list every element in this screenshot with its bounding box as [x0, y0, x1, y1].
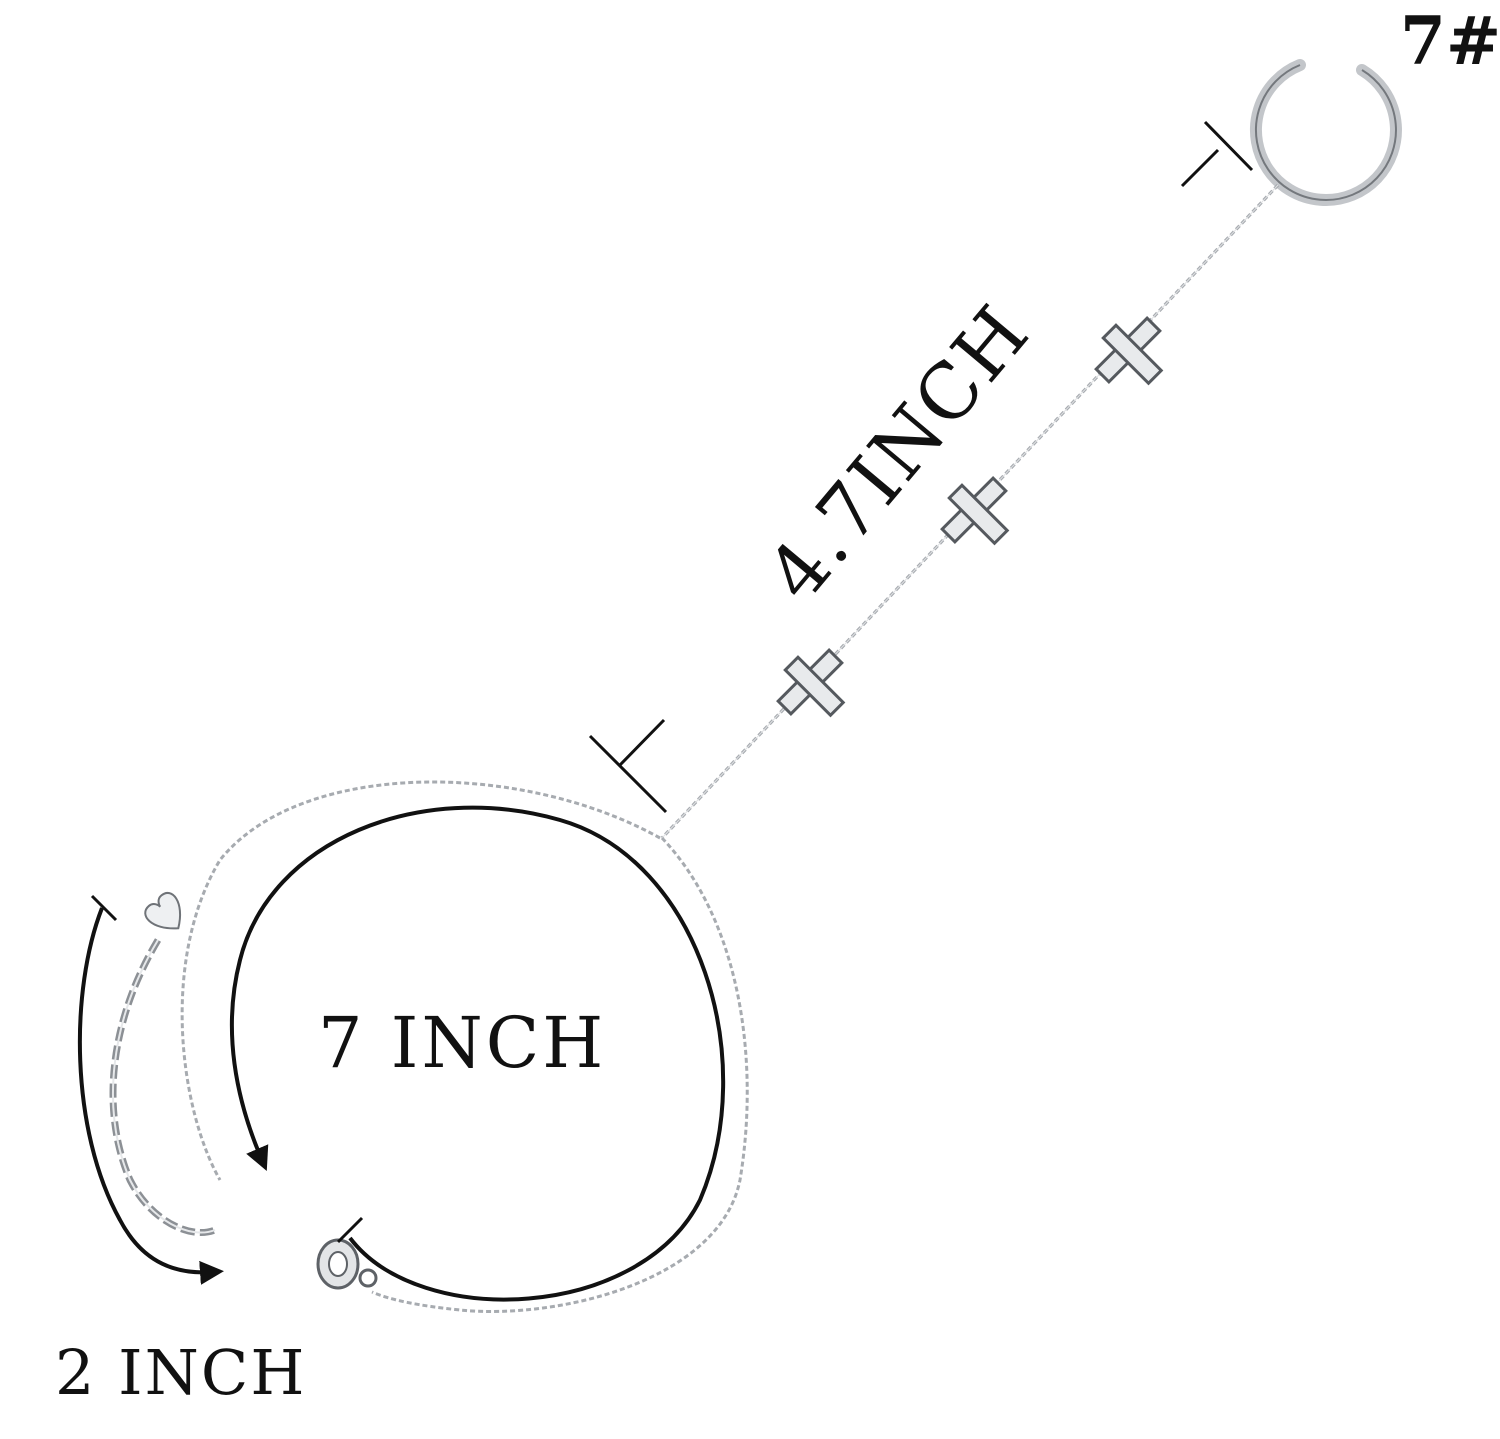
extender-length-label: 2 INCH: [55, 1336, 307, 1409]
cross-charm-icon: [940, 476, 1010, 546]
wrist-chain: [180, 780, 749, 1313]
measure-arrows: [77, 805, 726, 1302]
heart-tag-icon: [144, 892, 181, 930]
extender-chain: [109, 938, 217, 1237]
open-ring-icon: [1249, 59, 1402, 206]
ring-size-label: 7#: [1400, 2, 1500, 80]
wrist-chain-length-label: 7 INCH: [318, 1002, 607, 1084]
cross-charm-icon: [1094, 316, 1164, 386]
lobster-clasp-icon: [316, 1238, 378, 1290]
cross-charm-icon: [776, 648, 846, 718]
measure-ticks: [90, 120, 1254, 1244]
